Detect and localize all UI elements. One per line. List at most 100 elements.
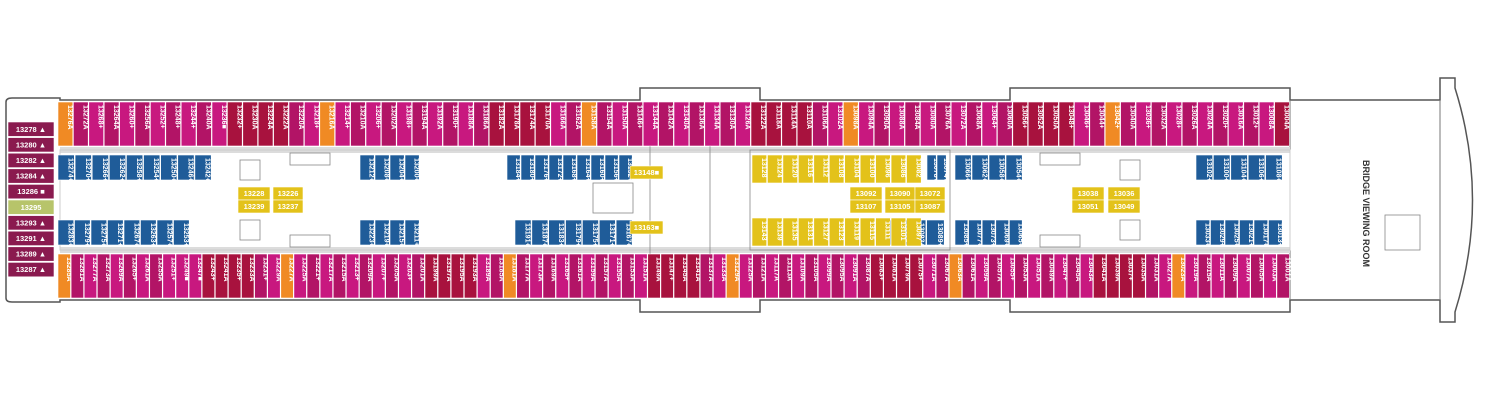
top-outer-row-cabin-12[interactable]: 13230A xyxy=(242,101,258,147)
mid-suite-6-a[interactable]: 13072 xyxy=(914,186,946,201)
top-outer-row-cabin-60[interactable]: 13064+ xyxy=(981,101,998,147)
bottom-outer-row-cabin-90[interactable]: 13007A xyxy=(1237,253,1252,299)
bottom-outer-row-cabin-83[interactable]: 13031A xyxy=(1145,253,1160,299)
top-inner-row-cabin-18[interactable]: 13164+ xyxy=(576,154,591,182)
top-outer-row-cabin-38[interactable]: 13144A xyxy=(642,101,659,147)
top-outer-row-cabin-0[interactable]: 13276A xyxy=(57,101,74,147)
top-outer-row-cabin-48[interactable]: 13110A xyxy=(796,101,813,147)
bottom-suite-row-cabin-9[interactable]: 13101 xyxy=(890,217,907,247)
top-outer-row-cabin-27[interactable]: 13186A xyxy=(473,101,489,147)
bottom-outer-row-cabin-44[interactable]: 13151A xyxy=(634,253,649,299)
bottom-inner-row-cabin-25[interactable]: 13069+ xyxy=(995,219,1010,247)
bottom-suite-row-cabin-5[interactable]: 13123 xyxy=(828,217,845,247)
bottom-outer-row-cabin-57[interactable]: 13105A xyxy=(804,253,819,299)
top-outer-row-cabin-45[interactable]: 13122A xyxy=(750,101,767,147)
bottom-outer-row-cabin-56[interactable]: 13109A xyxy=(791,253,806,299)
top-suite-row-cabin-4[interactable]: 13112 xyxy=(813,154,829,184)
bottom-inner-row-cabin-0[interactable]: 13283+ xyxy=(57,219,74,247)
top-outer-row-cabin-7[interactable]: 13248+ xyxy=(165,101,181,147)
mid-suite-1-b[interactable]: 13237 xyxy=(272,199,304,214)
top-inner-row-cabin-25[interactable]: 13062+ xyxy=(971,154,989,182)
bottom-inner-row-cabin-23[interactable]: 13077+ xyxy=(968,219,983,247)
bottom-outer-row-cabin-62[interactable]: 13083+ xyxy=(870,253,885,299)
bottom-inner-row-cabin-16[interactable]: 13175+ xyxy=(582,219,599,247)
aft-cabin-0[interactable]: 13278 ▲ xyxy=(7,121,55,137)
top-outer-row-cabin-23[interactable]: 13194A xyxy=(411,101,428,147)
aft-cabin-7[interactable]: 13291 ▲ xyxy=(7,230,55,246)
top-outer-row-cabin-22[interactable]: 13198+ xyxy=(396,101,412,147)
bottom-outer-row-cabin-2[interactable]: 13277A xyxy=(83,253,98,299)
top-outer-row-cabin-1[interactable]: 13272A xyxy=(73,101,89,147)
top-outer-row-cabin-15[interactable]: 13220A xyxy=(288,101,305,147)
top-inner-row-cabin-6[interactable]: 13250+ xyxy=(160,154,178,182)
bottom-outer-row-cabin-8[interactable]: 13251+ xyxy=(162,253,177,299)
top-suite-row-cabin-3[interactable]: 13116 xyxy=(798,154,814,184)
bottom-outer-row-cabin-17[interactable]: 13227A xyxy=(280,253,295,299)
top-outer-row-cabin-75[interactable]: 13020+ xyxy=(1212,101,1229,147)
top-outer-row-cabin-3[interactable]: 13264A xyxy=(103,101,120,147)
bottom-inner-row-cabin-14[interactable]: 13183+ xyxy=(548,219,566,247)
bottom-outer-row-cabin-40[interactable]: 13159A xyxy=(581,253,596,299)
top-inner-row-cabin-29[interactable]: 13100+ xyxy=(1213,154,1231,182)
top-outer-row-cabin-25[interactable]: 13190+ xyxy=(442,101,459,147)
top-inner-row-cabin-3[interactable]: 13262+ xyxy=(109,154,126,182)
top-suite-row-cabin-0[interactable]: 13128 xyxy=(751,154,767,184)
bottom-suite-row-cabin-0[interactable]: 13143 xyxy=(751,217,767,247)
bottom-outer-row-cabin-88[interactable]: 13011A xyxy=(1211,253,1225,299)
bottom-outer-row-cabin-29[interactable]: 13197A xyxy=(437,253,452,299)
bottom-inner-row-cabin-9[interactable]: 13219+ xyxy=(374,219,390,247)
top-suite-row-cabin-8[interactable]: 13096 xyxy=(875,154,891,184)
top-inner-row-cabin-30[interactable]: 13104+ xyxy=(1230,154,1248,182)
bottom-outer-row-cabin-45[interactable]: 13149A xyxy=(647,253,662,299)
bottom-outer-row-cabin-85[interactable]: 13023A xyxy=(1171,253,1186,299)
aft-cabin-2[interactable]: 13282 ▲ xyxy=(7,152,55,168)
aft-cabin-8[interactable]: 13289 ▲ xyxy=(7,246,55,262)
top-outer-row-cabin-67[interactable]: 13044+ xyxy=(1089,101,1105,147)
bottom-outer-row-cabin-16[interactable]: 13229A xyxy=(267,253,282,299)
mid-suite-8-b[interactable]: 13049 xyxy=(1107,199,1141,214)
bottom-outer-row-cabin-6[interactable]: 13261A xyxy=(136,253,151,299)
bottom-inner-row-cabin-15[interactable]: 13179+ xyxy=(565,219,582,247)
bottom-inner-row-cabin-12[interactable]: 13191+ xyxy=(514,219,532,247)
top-outer-row-cabin-31[interactable]: 13170A xyxy=(535,101,551,147)
bottom-outer-row-cabin-14[interactable]: 13233A xyxy=(241,253,255,299)
top-outer-row-cabin-20[interactable]: 13206+ xyxy=(365,101,382,147)
bottom-outer-row-cabin-80[interactable]: 13039A xyxy=(1106,253,1121,299)
mid-suite-4-b[interactable]: 13107 xyxy=(849,199,883,214)
bottom-suite-row-cabin-7[interactable]: 13115 xyxy=(859,217,876,247)
top-inner-row-cabin-13[interactable]: 13184+ xyxy=(506,154,521,182)
top-inner-row-cabin-17[interactable]: 13168+ xyxy=(562,154,577,182)
top-inner-row-cabin-20[interactable]: 13156+ xyxy=(604,154,619,182)
bottom-outer-row-cabin-3[interactable]: 13273A xyxy=(97,253,111,299)
top-outer-row-cabin-18[interactable]: 13214+ xyxy=(334,101,351,147)
top-outer-row-cabin-71[interactable]: 13032A xyxy=(1151,101,1167,147)
top-outer-row-cabin-64[interactable]: 13050A xyxy=(1043,101,1059,147)
bottom-inner-row-cabin-11[interactable]: 13211+ xyxy=(404,219,420,246)
bottom-outer-row-cabin-84[interactable]: 13027A xyxy=(1158,253,1173,299)
bottom-inner-row-cabin-30[interactable]: 13021+ xyxy=(1239,219,1254,247)
top-inner-row-cabin-2[interactable]: 13266+ xyxy=(91,154,109,182)
top-outer-row-cabin-35[interactable]: 13154A xyxy=(596,101,613,147)
top-outer-row-cabin-55[interactable]: 13084A xyxy=(904,101,921,147)
bottom-outer-row-cabin-34[interactable]: 13181A xyxy=(503,253,518,299)
top-inner-row-cabin-14[interactable]: 13180+ xyxy=(520,154,535,182)
top-outer-row-cabin-63[interactable]: 13052A xyxy=(1027,101,1044,147)
bottom-outer-row-cabin-69[interactable]: 13061A xyxy=(962,253,976,299)
bottom-inner-row-cabin-7[interactable]: 13253+ xyxy=(173,219,190,247)
bottom-outer-row-cabin-65[interactable]: 13075+ xyxy=(909,253,924,299)
top-inner-row-cabin-11[interactable]: 13204+ xyxy=(389,154,405,182)
top-outer-row-cabin-46[interactable]: 13118A xyxy=(766,101,782,147)
bottom-outer-row-cabin-7[interactable]: 13255A xyxy=(149,253,164,299)
bottom-outer-row-cabin-89[interactable]: 13009A xyxy=(1224,253,1238,299)
top-suite-row-cabin-2[interactable]: 13120 xyxy=(782,154,798,184)
bottom-outer-row-cabin-46[interactable]: 13147+ xyxy=(660,253,675,299)
bottom-inner-row-cabin-1[interactable]: 13279+ xyxy=(74,219,91,247)
top-inner-row-cabin-27[interactable]: 13054+ xyxy=(1005,154,1023,182)
bottom-outer-row-cabin-33[interactable]: 13185A xyxy=(490,253,505,299)
bottom-outer-row-cabin-60[interactable]: 13091A xyxy=(844,253,858,299)
bottom-outer-row-cabin-23[interactable]: 13209A xyxy=(359,253,373,299)
bottom-outer-row-cabin-37[interactable]: 13169A xyxy=(542,253,557,299)
top-inner-row-cabin-23[interactable]: 13074+ xyxy=(936,154,949,182)
bottom-outer-row-cabin-27[interactable]: 13201A xyxy=(411,253,426,299)
top-outer-row-cabin-68[interactable]: 13042+ xyxy=(1104,101,1121,147)
